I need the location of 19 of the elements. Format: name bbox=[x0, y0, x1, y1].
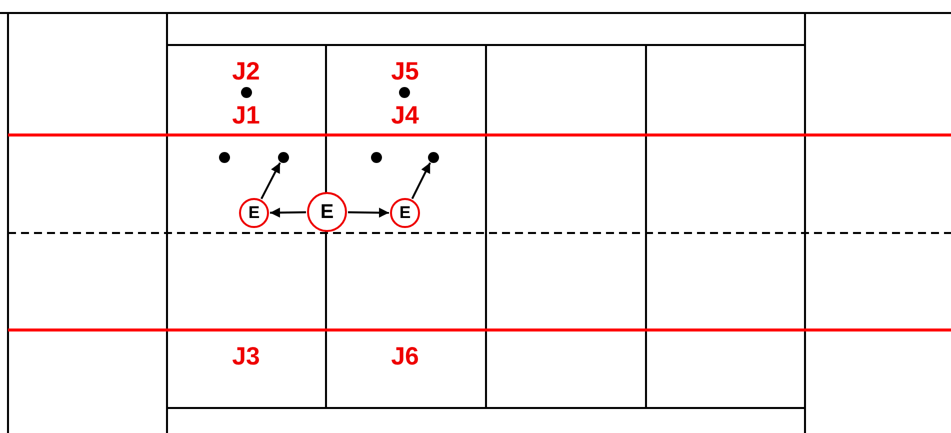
player-circle: E bbox=[239, 198, 269, 228]
player-dot bbox=[428, 152, 438, 162]
position-label: J3 bbox=[232, 342, 260, 372]
position-label: J5 bbox=[391, 58, 419, 86]
player-dot bbox=[370, 152, 382, 162]
arrow bbox=[260, 162, 281, 200]
arrow bbox=[270, 208, 306, 218]
player-dot bbox=[278, 152, 288, 162]
player-circle: E bbox=[307, 192, 347, 232]
player-dot bbox=[398, 86, 410, 98]
player-circle: E bbox=[390, 198, 420, 228]
position-label: J2 bbox=[232, 58, 260, 86]
arrow bbox=[348, 208, 390, 218]
position-label: J4 bbox=[391, 102, 419, 130]
player-dot bbox=[240, 86, 252, 98]
position-label: J1 bbox=[232, 102, 260, 130]
arrow bbox=[411, 162, 431, 200]
player-dot bbox=[218, 152, 230, 162]
position-label: J6 bbox=[391, 342, 419, 372]
